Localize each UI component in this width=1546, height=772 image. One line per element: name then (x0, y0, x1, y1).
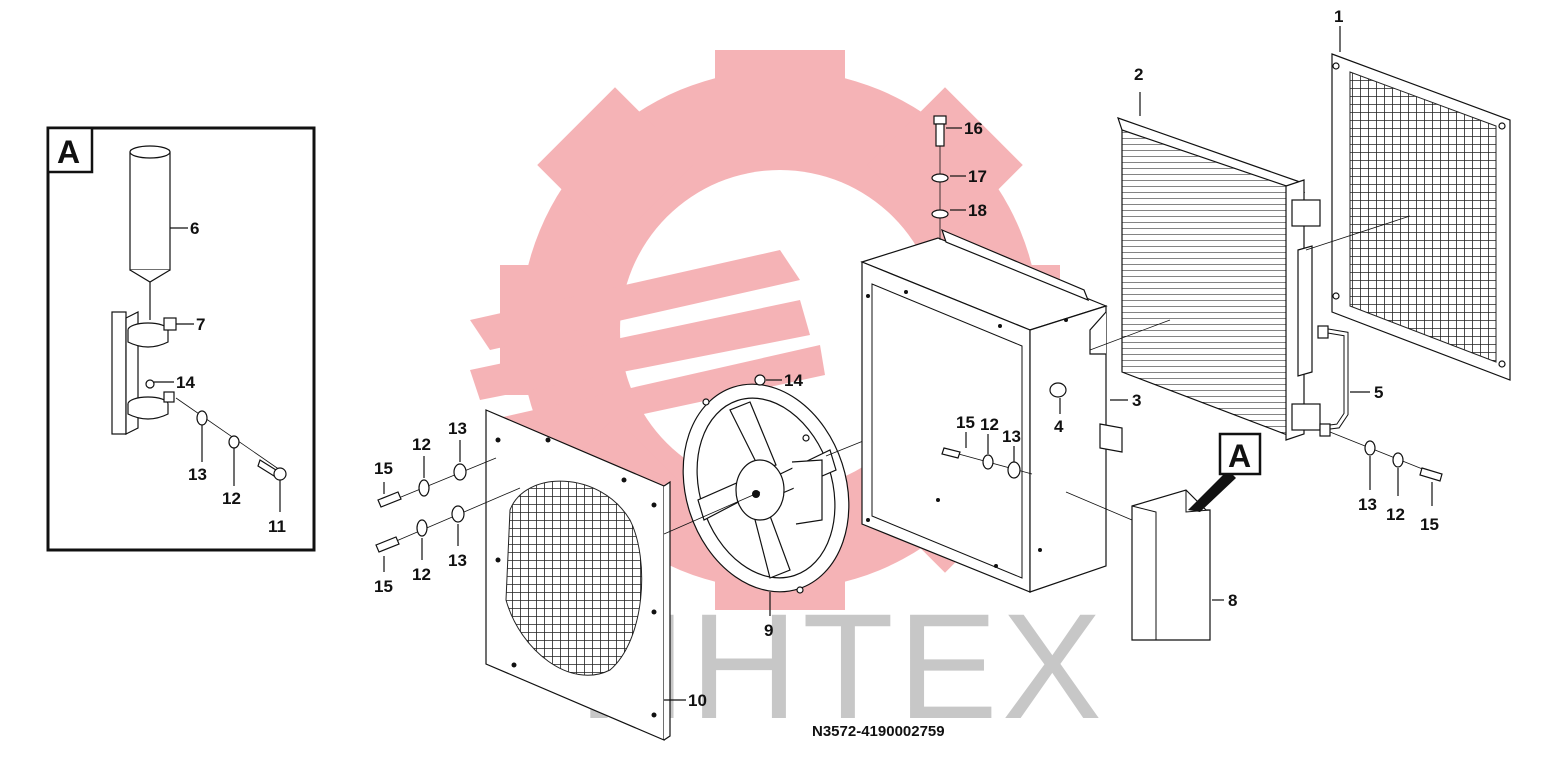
condenser-housing (860, 228, 1123, 593)
callout-15: 15 (1420, 515, 1439, 534)
callout-13: 13 (1002, 427, 1021, 446)
top-fasteners (931, 115, 949, 240)
callout-12: 12 (412, 565, 431, 584)
detail-a-reference: A (1228, 438, 1251, 474)
callout-12: 12 (222, 489, 241, 508)
receiver-drier (129, 145, 171, 320)
callout-10: 10 (688, 691, 707, 710)
fan-guard-plate (485, 409, 671, 741)
condenser-fan (682, 383, 850, 594)
detail-a-pointer-icon (1188, 470, 1236, 512)
callout-13: 13 (448, 551, 467, 570)
callout-9: 9 (764, 621, 773, 640)
callout-1: 1 (1334, 7, 1343, 26)
callout-14: 14 (176, 373, 195, 392)
callout-15: 15 (374, 459, 393, 478)
callout-3: 3 (1132, 391, 1141, 410)
drawing-code: N3572-4190002759 (812, 723, 945, 740)
callout-15: 15 (374, 577, 393, 596)
washer-icon (228, 435, 240, 449)
condenser-grille (1331, 53, 1511, 381)
drier-cover (1131, 489, 1211, 641)
callout-12: 12 (1386, 505, 1405, 524)
callout-7: 7 (196, 315, 205, 334)
callout-6: 6 (190, 219, 199, 238)
callout-18: 18 (968, 201, 987, 220)
callout-13: 13 (188, 465, 207, 484)
bolt-icon (257, 459, 277, 477)
inner-fasteners (941, 382, 1067, 479)
cover-fasteners (375, 457, 521, 553)
callout-4: 4 (1054, 417, 1064, 436)
detail-a-panel: A 6 7 14 13 (46, 126, 316, 552)
washer-icon (196, 410, 208, 426)
detail-a-label: A (57, 134, 80, 170)
callout-11: 11 (268, 517, 286, 536)
callout-17: 17 (968, 167, 987, 186)
callout-14: 14 (784, 371, 803, 390)
callout-13: 13 (448, 419, 467, 438)
condenser-core (1117, 117, 1321, 441)
callout-8: 8 (1228, 591, 1237, 610)
drier-bracket (111, 311, 177, 435)
pipe-fasteners (1329, 431, 1443, 482)
callout-12: 12 (412, 435, 431, 454)
callout-12: 12 (980, 415, 999, 434)
callout-2: 2 (1134, 65, 1143, 84)
callout-16: 16 (964, 119, 983, 138)
callout-15: 15 (956, 413, 975, 432)
callout-5: 5 (1374, 383, 1383, 402)
callout-13: 13 (1358, 495, 1377, 514)
refrigerant-pipe (1317, 325, 1349, 437)
